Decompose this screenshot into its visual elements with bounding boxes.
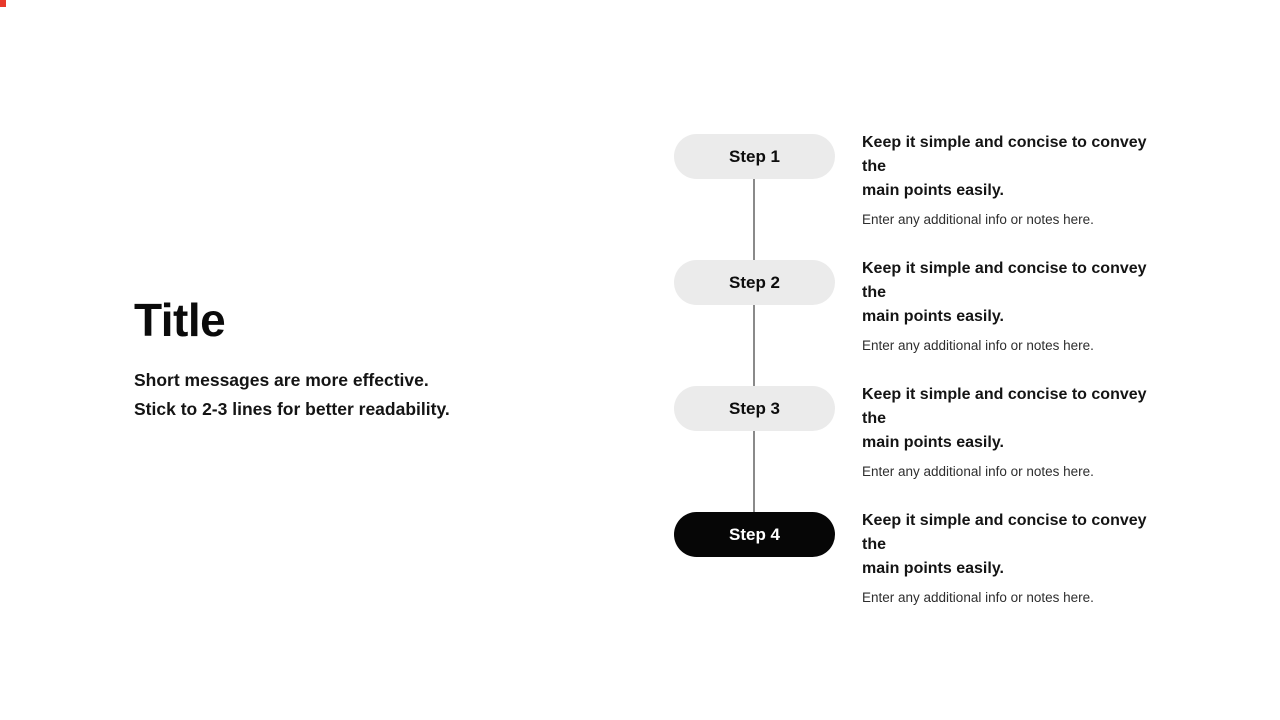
step-4-description: Keep it simple and concise to convey the…: [862, 509, 1162, 607]
step-2-pill[interactable]: Step 2: [674, 260, 835, 305]
step-4-description-text: Keep it simple and concise to convey the…: [862, 512, 1147, 577]
step-1-pill[interactable]: Step 1: [674, 134, 835, 179]
step-4-note: Enter any additional info or notes here.: [862, 590, 1094, 605]
step-4-pill[interactable]: Step 4: [674, 512, 835, 557]
step-3-description: Keep it simple and concise to convey the…: [862, 383, 1162, 481]
step-3-pill[interactable]: Step 3: [674, 386, 835, 431]
step-3-note: Enter any additional info or notes here.: [862, 464, 1094, 479]
step-3-description-text: Keep it simple and concise to convey the…: [862, 386, 1147, 451]
subtitle-line-1: Short messages are more effective.: [134, 370, 429, 390]
page-subtitle: Short messages are more effective. Stick…: [134, 366, 450, 424]
timeline-step-row-4: Step 4 Keep it simple and concise to con…: [0, 512, 1280, 605]
subtitle-line-2: Stick to 2-3 lines for better readabilit…: [134, 399, 450, 419]
corner-accent-mark: [0, 0, 6, 7]
step-2-description: Keep it simple and concise to convey the…: [862, 257, 1162, 355]
timeline-connector-line: [753, 156, 755, 536]
step-1-description-text: Keep it simple and concise to convey the…: [862, 134, 1147, 199]
step-1-note: Enter any additional info or notes here.: [862, 212, 1094, 227]
timeline-step-row-2: Step 2 Keep it simple and concise to con…: [0, 260, 1280, 353]
step-2-note: Enter any additional info or notes here.: [862, 338, 1094, 353]
timeline-step-row-1: Step 1 Keep it simple and concise to con…: [0, 134, 1280, 227]
timeline-step-row-3: Step 3 Keep it simple and concise to con…: [0, 386, 1280, 479]
step-1-description: Keep it simple and concise to convey the…: [862, 131, 1162, 229]
step-2-description-text: Keep it simple and concise to convey the…: [862, 260, 1147, 325]
page-title: Title: [134, 294, 226, 346]
